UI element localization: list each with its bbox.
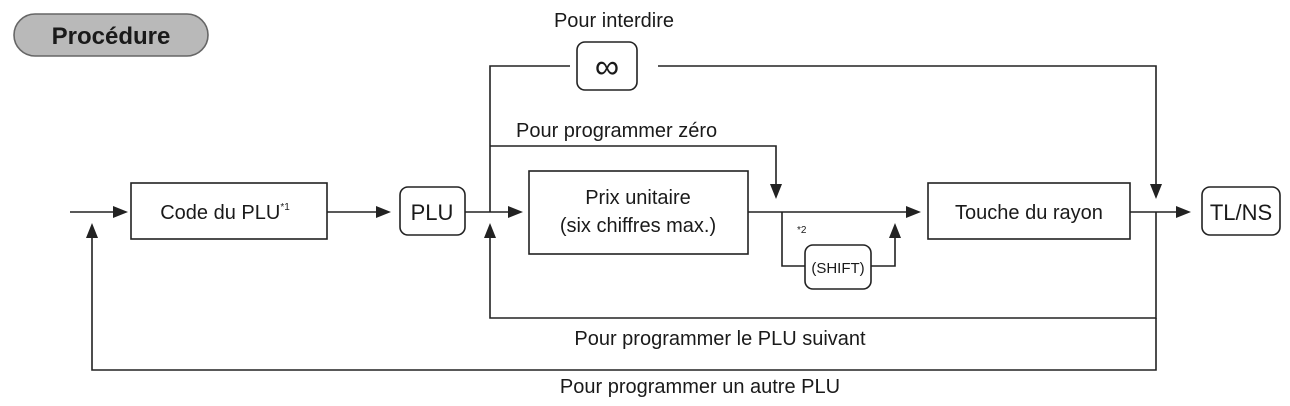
arrow-to-plu [376, 206, 391, 218]
arrow-to-price [508, 206, 523, 218]
unit-price-text-1: Prix unitaire [585, 187, 691, 209]
shift-branch-right [871, 226, 896, 267]
plu-key: PLU [399, 186, 466, 236]
procedure-title: Procédure [52, 23, 171, 50]
other-plu-label: Pour programmer un autre PLU [560, 376, 840, 398]
unit-price-text-2: (six chiffres max.) [560, 215, 716, 237]
arrow-to-dept [906, 206, 921, 218]
arrow-to-tlns [1176, 206, 1191, 218]
dept-key-box: Touche du rayon [927, 182, 1131, 240]
plu-code-box: Code du PLU*1 [130, 182, 328, 240]
other-plu-loop [91, 226, 1157, 371]
plu-code-text: Code du PLU [160, 202, 280, 224]
prohibit-key: ∞ [576, 41, 638, 91]
arrow-other-plu-up [86, 223, 98, 238]
next-plu-label: Pour programmer le PLU suivant [574, 328, 866, 350]
prohibit-label: Pour interdire [554, 10, 674, 32]
tlns-key: TL/NS [1201, 186, 1281, 236]
zero-branch-line [490, 145, 777, 196]
shift-key: *2 (SHIFT) [797, 225, 872, 290]
tlns-key-label: TL/NS [1210, 200, 1272, 225]
prohibit-branch-right [658, 65, 1157, 196]
dept-key-text: Touche du rayon [955, 202, 1103, 224]
plu-key-label: PLU [411, 200, 454, 225]
shift-branch-left [781, 212, 805, 267]
arrow-shift-up [889, 223, 901, 238]
next-plu-loop [489, 212, 1157, 319]
unit-price-box: Prix unitaire (six chiffres max.) [528, 170, 749, 255]
svg-text:Code du PLU*1: Code du PLU*1 [160, 202, 290, 224]
arrow-zero-down [770, 184, 782, 199]
plu-code-note: *1 [280, 202, 290, 213]
infinity-icon: ∞ [595, 48, 619, 86]
program-zero-label: Pour programmer zéro [516, 120, 717, 142]
arrow-next-plu-up [484, 223, 496, 238]
prohibit-branch-left [489, 65, 570, 212]
procedure-badge: Procédure [13, 13, 209, 57]
shift-key-label: (SHIFT) [811, 260, 864, 277]
arrow-prohibit-down [1150, 184, 1162, 199]
arrow-to-code [113, 206, 128, 218]
shift-note: *2 [797, 225, 807, 236]
